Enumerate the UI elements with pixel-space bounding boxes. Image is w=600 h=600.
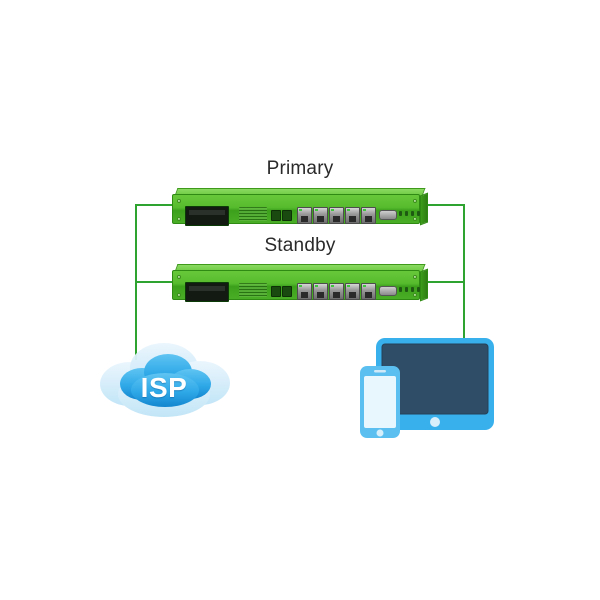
primary-appliance[interactable]	[172, 188, 428, 230]
lcd-display-icon	[185, 282, 229, 302]
rack-screw-icon	[413, 275, 417, 279]
ethernet-port-icon	[297, 283, 312, 300]
isp-cloud-label: ISP	[140, 372, 188, 403]
isp-cloud-node[interactable]: ISP	[96, 338, 232, 422]
console-port-icon	[379, 286, 397, 296]
appliance-side-face	[420, 192, 428, 226]
ethernet-port-icon	[345, 283, 360, 300]
rack-screw-icon	[413, 293, 417, 297]
ethernet-port-icon	[361, 283, 376, 300]
usb-port-icon	[271, 286, 281, 297]
usb-port-icon	[282, 286, 292, 297]
status-led-row	[399, 211, 420, 216]
usb-port-icon	[271, 210, 281, 221]
vent-grille-icon	[239, 207, 267, 221]
connector-left-primary	[135, 204, 172, 360]
rack-screw-icon	[177, 217, 181, 221]
usb-port-icon	[282, 210, 292, 221]
rack-screw-icon	[177, 275, 181, 279]
console-port-icon	[379, 210, 397, 220]
rack-screw-icon	[177, 293, 181, 297]
rack-screw-icon	[413, 217, 417, 221]
rack-screw-icon	[413, 199, 417, 203]
lcd-display-icon	[185, 206, 229, 226]
appliance-front-panel	[172, 270, 420, 302]
client-devices-node[interactable]	[360, 336, 510, 446]
vent-grille-icon	[239, 283, 267, 297]
ethernet-port-icon	[329, 283, 344, 300]
tablet-phone-icon	[360, 338, 494, 438]
label-primary: Primary	[266, 158, 334, 179]
cloud-icon	[100, 343, 230, 417]
phone-icon	[360, 366, 400, 438]
ethernet-port-icon	[361, 207, 376, 224]
ethernet-port-icon	[313, 283, 328, 300]
ethernet-port-icon	[297, 207, 312, 224]
ethernet-port-icon	[313, 207, 328, 224]
label-standby: Standby	[264, 235, 336, 256]
tablet-icon	[376, 338, 494, 430]
rack-screw-icon	[177, 199, 181, 203]
ethernet-port-icon	[345, 207, 360, 224]
appliance-front-panel	[172, 194, 420, 226]
ethernet-port-icon	[329, 207, 344, 224]
standby-appliance[interactable]	[172, 264, 428, 306]
appliance-side-face	[420, 268, 428, 302]
status-led-row	[399, 287, 420, 292]
connector-right-primary	[428, 204, 465, 360]
